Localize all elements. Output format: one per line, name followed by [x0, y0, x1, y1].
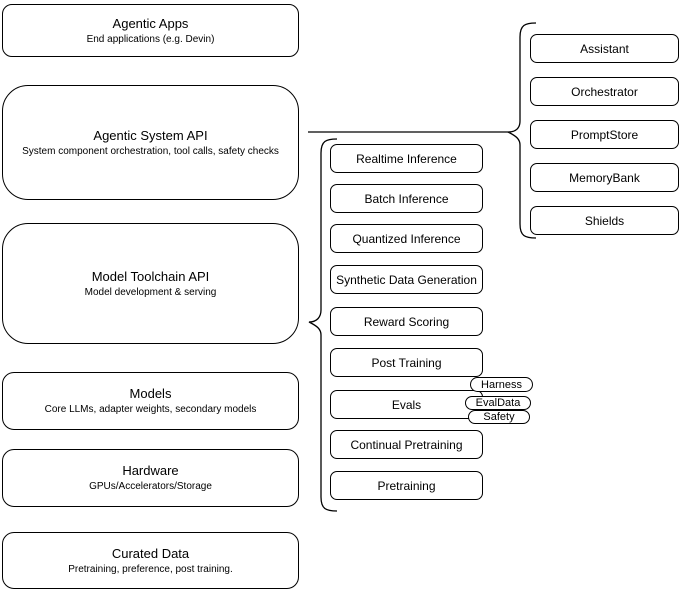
node-promptstore: PromptStore: [530, 120, 679, 149]
node-title: Agentic Apps: [112, 15, 189, 31]
node-orchestrator: Orchestrator: [530, 77, 679, 106]
node-subtitle: Pretraining, preference, post training.: [68, 563, 233, 575]
node-synthetic-data-generation: Synthetic Data Generation: [330, 265, 483, 294]
node-title: Model Toolchain API: [91, 268, 210, 284]
node-subtitle: Core LLMs, adapter weights, secondary mo…: [44, 404, 257, 415]
node-memorybank: MemoryBank: [530, 163, 679, 192]
node-title: Models: [129, 386, 172, 401]
tag-safety: Safety: [468, 410, 530, 424]
node-subtitle: End applications (e.g. Devin): [86, 33, 215, 45]
node-subtitle: Model development & serving: [84, 286, 217, 298]
node-models: Models Core LLMs, adapter weights, secon…: [2, 372, 299, 430]
node-evals: Evals: [330, 390, 483, 419]
node-pretraining: Pretraining: [330, 471, 483, 500]
node-reward-scoring: Reward Scoring: [330, 307, 483, 336]
node-agentic-apps: Agentic Apps End applications (e.g. Devi…: [2, 4, 299, 57]
node-curated-data: Curated Data Pretraining, preference, po…: [2, 532, 299, 589]
node-title: Curated Data: [111, 545, 190, 561]
node-continual-pretraining: Continual Pretraining: [330, 430, 483, 459]
node-batch-inference: Batch Inference: [330, 184, 483, 213]
node-shields: Shields: [530, 206, 679, 235]
tag-evaldata: EvalData: [465, 396, 531, 410]
node-agentic-system-api: Agentic System API System component orch…: [2, 85, 299, 200]
node-subtitle: GPUs/Accelerators/Storage: [89, 481, 212, 492]
node-quantized-inference: Quantized Inference: [330, 224, 483, 253]
node-assistant: Assistant: [530, 34, 679, 63]
node-post-training: Post Training: [330, 348, 483, 377]
node-realtime-inference: Realtime Inference: [330, 144, 483, 173]
node-subtitle: System component orchestration, tool cal…: [22, 145, 279, 157]
node-model-toolchain-api: Model Toolchain API Model development & …: [2, 223, 299, 344]
node-title: Hardware: [122, 463, 179, 478]
node-title: Agentic System API: [93, 127, 208, 143]
tag-harness: Harness: [470, 377, 533, 392]
node-hardware: Hardware GPUs/Accelerators/Storage: [2, 449, 299, 507]
